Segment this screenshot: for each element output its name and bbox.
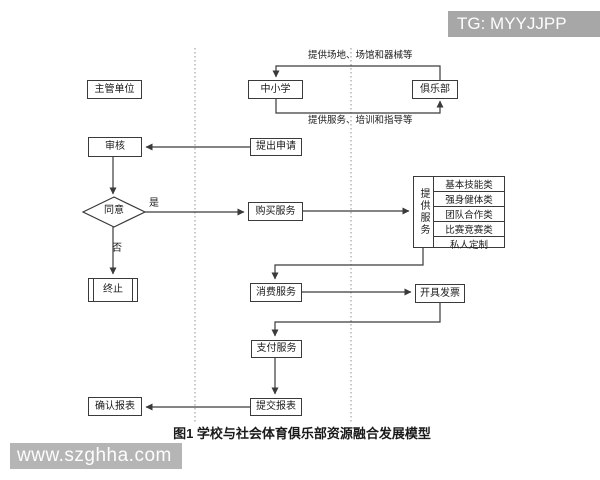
service-item-fitness: 强身健体类 [434, 192, 504, 207]
node-purchase: 购买服务 [248, 202, 303, 221]
decision-diamond-shape [81, 196, 147, 228]
edge-school-to-club [275, 99, 444, 114]
service-item-teamwork: 团队合作类 [434, 207, 504, 222]
watermark-top: TG: MYYJJPP [448, 11, 600, 37]
watermark-bottom: www.szghha.com [10, 443, 182, 469]
node-submit-report: 提交报表 [250, 398, 302, 416]
edge-label-club-to-school: 提供场地、场馆和器械等 [308, 50, 413, 61]
node-decision-label: 同意 [104, 205, 124, 216]
service-item-basic-skills: 基本技能类 [434, 177, 504, 192]
node-consume: 消费服务 [250, 283, 302, 302]
node-review: 审核 [88, 137, 142, 157]
edge-label-no: 否 [112, 243, 122, 254]
edge-club-to-school [272, 65, 441, 80]
edge-provide-to-consume [271, 248, 424, 280]
edge-invoice-to-pay [271, 303, 441, 337]
service-item-private-custom: 私人定制 [449, 240, 488, 251]
edge-label-school-to-club: 提供服务、培训和指导等 [308, 115, 413, 126]
node-apply: 提出申请 [250, 138, 302, 156]
service-item-competition: 比赛竞赛类 [434, 222, 504, 237]
provide-services-items: 基本技能类 强身健体类 团队合作类 比赛竞赛类 私人定制 [434, 177, 504, 251]
node-confirm-report: 确认报表 [88, 397, 142, 416]
edge-label-yes: 是 [149, 198, 159, 209]
node-school: 中小学 [248, 80, 303, 99]
provide-services-label: 提供服务 [414, 177, 434, 247]
node-provide-services: 提供服务 基本技能类 强身健体类 团队合作类 比赛竞赛类 私人定制 [413, 176, 505, 251]
node-supervisor: 主管单位 [87, 80, 142, 99]
node-club: 俱乐部 [412, 80, 458, 99]
node-terminate: 终止 [88, 278, 138, 302]
node-pay: 支付服务 [251, 340, 302, 358]
node-invoice: 开具发票 [415, 284, 465, 303]
figure-caption: 图1 学校与社会体育俱乐部资源融合发展模型 [173, 426, 431, 441]
